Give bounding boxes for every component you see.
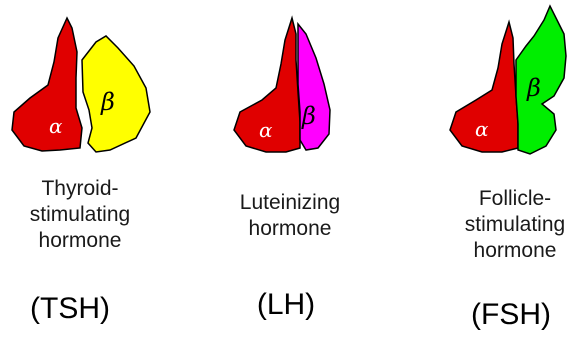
name-line: hormone bbox=[455, 238, 575, 264]
name-line: Follicle- bbox=[455, 186, 575, 212]
fsh-beta-subunit bbox=[516, 6, 566, 154]
fsh-beta-label: β bbox=[526, 74, 541, 102]
fsh-alpha-label: α bbox=[475, 117, 489, 141]
name-line: stimulating bbox=[455, 212, 575, 238]
fsh-abbreviation: (FSH) bbox=[451, 298, 571, 332]
fsh-full-name: Follicle- stimulating hormone bbox=[455, 186, 575, 264]
